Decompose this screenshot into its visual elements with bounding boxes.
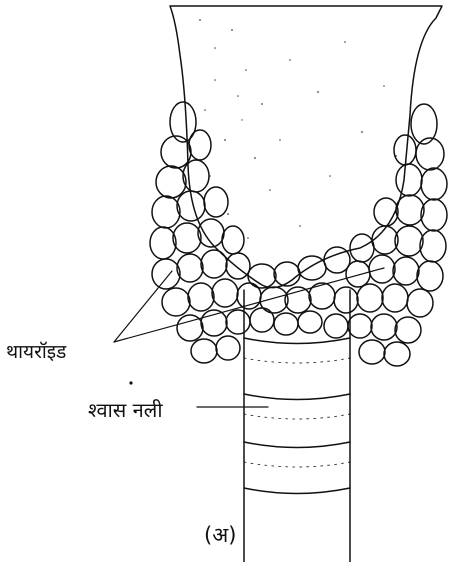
stray-dot <box>129 381 132 384</box>
thyroid-label: थायरॉइड <box>6 338 66 364</box>
trachea <box>244 290 350 562</box>
thyroid-left-lobe <box>150 102 288 363</box>
figure-caption: (अ) <box>204 521 236 549</box>
thyroid-right-lobe <box>324 104 447 366</box>
trachea-label: श्वास नली <box>88 396 163 423</box>
larynx-shading <box>199 19 397 239</box>
